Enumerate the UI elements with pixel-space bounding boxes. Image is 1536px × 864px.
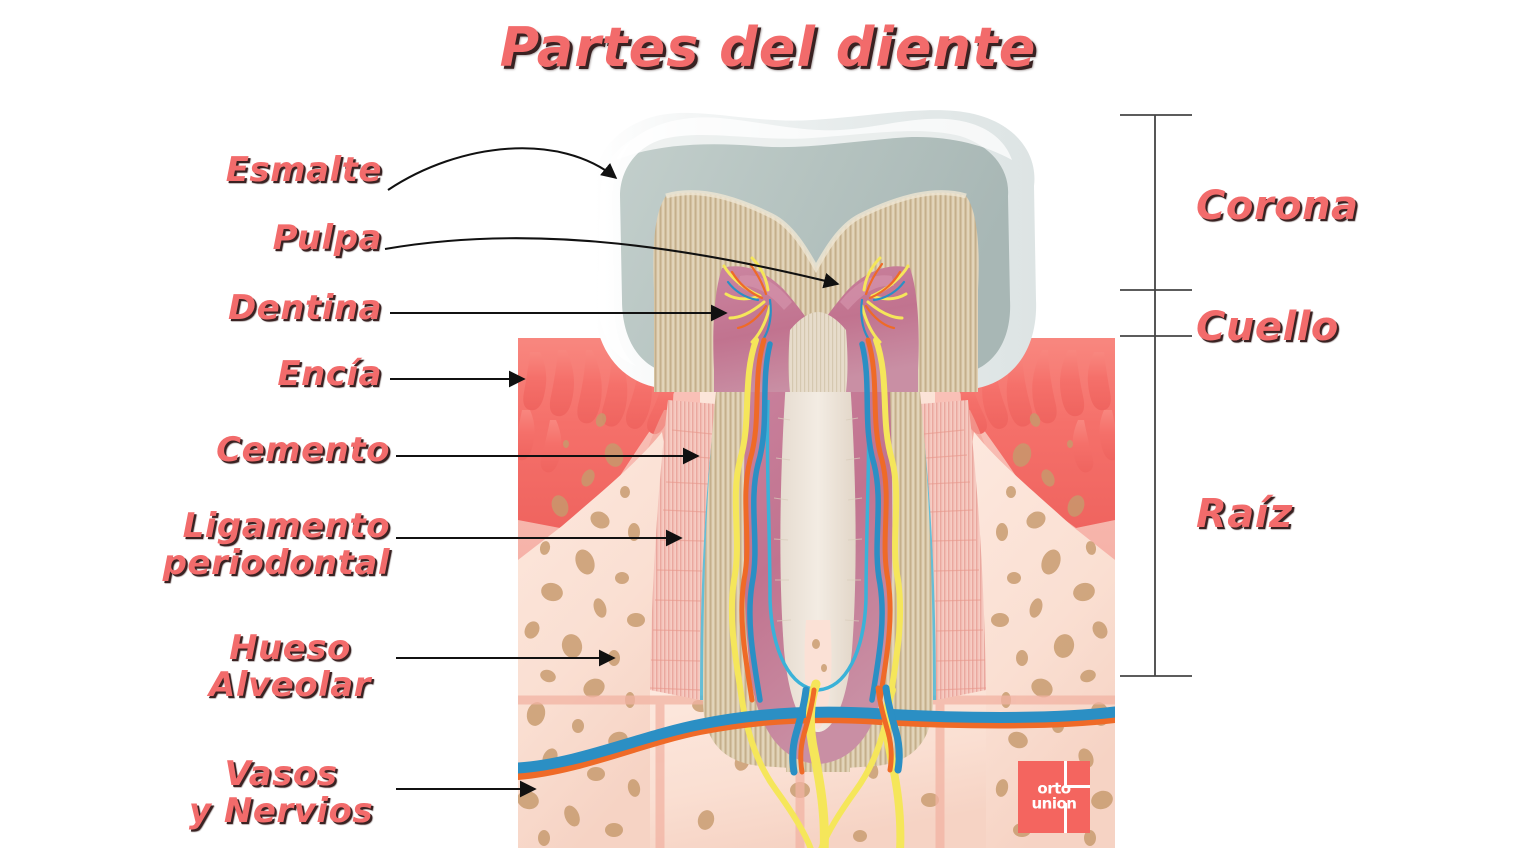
- leader-pulpa: [384, 237, 840, 289]
- logo-line-2: union: [1031, 794, 1077, 813]
- label-ligamento-periodontal: Ligamento periodontal: [162, 506, 390, 583]
- label-hueso-alveolar: Hueso Alveolar: [209, 628, 371, 705]
- label-dentina: Dentina: [227, 288, 382, 328]
- region-bracket: [1120, 114, 1192, 677]
- label-vasos-y-nervios: Vasos y Nervios: [188, 754, 374, 831]
- label-corona: Corona: [1196, 183, 1359, 229]
- label-cemento: Cemento: [216, 430, 390, 470]
- logo-line-1: orto: [1037, 779, 1071, 798]
- pulp: [743, 330, 893, 764]
- periodontal-ligament: [649, 400, 987, 700]
- label-esmalte: Esmalte: [225, 150, 382, 190]
- label-cuello: Cuello: [1196, 304, 1339, 350]
- orto-union-logo: orto union: [1018, 761, 1090, 833]
- label-raiz: Raíz: [1196, 491, 1293, 537]
- leader-esmalte: [387, 147, 618, 191]
- pulp-vessels: [722, 256, 910, 848]
- label-pulpa: Pulpa: [272, 218, 382, 258]
- label-encia: Encía: [277, 354, 382, 394]
- page-title: Partes del diente: [499, 16, 1037, 79]
- basal-vessels: [518, 679, 1115, 848]
